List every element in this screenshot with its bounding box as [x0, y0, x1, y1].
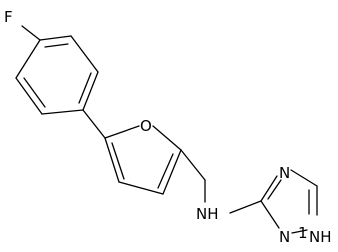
bond-ar-double-1: [44, 43, 69, 48]
bond-furan-double-2: [157, 153, 174, 189]
atom-label-triazole-n-top: N: [279, 164, 290, 182]
bond-ar-5: [15, 77, 43, 115]
furan-ring: [104, 125, 182, 195]
fluorophenyl-ring: [15, 35, 99, 115]
bond-furan-ch2: [180, 149, 206, 181]
bond-c-f: [21, 25, 41, 41]
bond-ar-double-2: [78, 72, 92, 104]
bond-furan-o1: [104, 125, 140, 139]
bond-furan-double-1: [111, 142, 125, 180]
bond-tz-double-1: [267, 179, 282, 200]
bond-nh-triazole: [229, 200, 262, 214]
bond-tz-5: [260, 200, 280, 229]
bond-ar-1: [39, 35, 72, 41]
bond-furan-o2: [152, 125, 182, 151]
bond-tz-1: [260, 175, 278, 202]
bond-furan-5: [104, 137, 120, 183]
bond-ar-2: [70, 35, 99, 73]
atom-label-triazole-nh-locant: 1: [298, 224, 308, 242]
atom-label-amine: NH: [196, 205, 219, 223]
bond-tz-4: [291, 229, 308, 234]
atom-label-fluorine: F: [4, 8, 13, 26]
bond-furan-3: [162, 149, 182, 195]
atom-label-triazole-nh: NH: [309, 228, 332, 246]
triazole-ring: [260, 169, 318, 234]
atom-label-triazole-n-bottom: N: [279, 228, 290, 246]
bond-ar-6: [15, 39, 41, 79]
bond-ar-4: [41, 109, 84, 115]
bond-ar-double-3: [23, 77, 46, 108]
bond-tz-2: [290, 169, 318, 187]
bond-ar-3: [82, 71, 99, 111]
bond-phenyl-furan: [82, 109, 106, 139]
bond-furan-4: [118, 181, 164, 195]
atom-label-furan-oxygen: O: [140, 117, 152, 135]
